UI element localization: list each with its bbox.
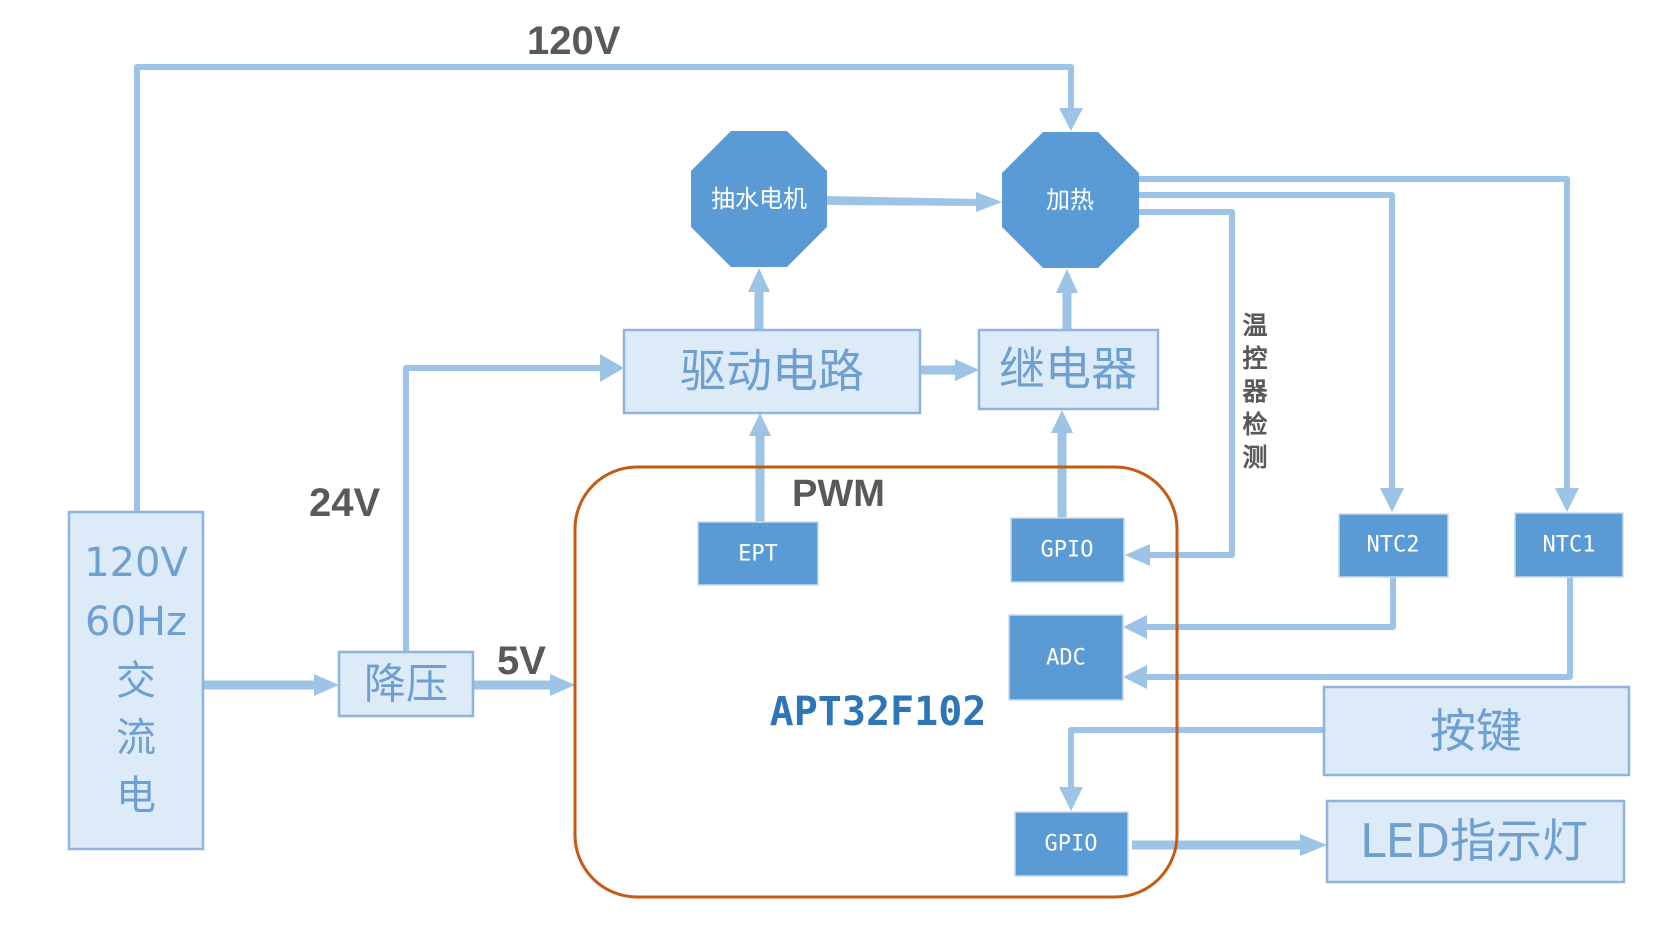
- heater-block: 加热: [1002, 132, 1139, 268]
- drive-circuit-label: 驱动电路: [680, 344, 864, 398]
- wire-5v-to-mcu: [473, 674, 575, 696]
- ntc1-label: NTC1: [1543, 533, 1596, 558]
- wire-24v-to-drive: [403, 354, 624, 652]
- wire-120v-to-heater: [134, 64, 1083, 512]
- gpio-io-block: GPIO: [1014, 811, 1129, 877]
- label-thermostat-char-4: 检: [1242, 410, 1267, 439]
- label-thermostat-detect: 温 控 器 检 测: [1241, 312, 1268, 472]
- pump-motor-label: 抽水电机: [711, 185, 807, 213]
- relay-block: 继电器: [977, 328, 1160, 411]
- wire-gpio-to-relay: [1051, 410, 1073, 518]
- relay-label: 继电器: [999, 342, 1137, 396]
- ntc1-block: NTC1: [1514, 512, 1624, 578]
- wire-gpio-to-led: [1132, 834, 1327, 856]
- power-source-line-1: 120V: [84, 540, 188, 586]
- ntc2-block: NTC2: [1338, 513, 1449, 578]
- step-down-block: 降压: [337, 650, 475, 718]
- wire-heater-to-gpio-thermostat: [1125, 209, 1235, 566]
- power-source-block: 120V 60Hz 交 流 电: [67, 510, 205, 851]
- wire-heater-to-ntc2: [1139, 192, 1404, 512]
- gpio-relay-label: GPIO: [1041, 538, 1094, 563]
- wire-ept-to-drive: [749, 413, 771, 522]
- key-label: 按键: [1430, 704, 1522, 758]
- pump-motor-block: 抽水电机: [691, 131, 827, 267]
- power-source-line-2: 60Hz: [85, 599, 187, 645]
- step-down-label: 降压: [364, 660, 448, 709]
- label-120v: 120V: [527, 19, 621, 63]
- led-block: LED指示灯: [1325, 799, 1626, 884]
- label-pwm: PWM: [792, 473, 885, 515]
- power-source-line-3: 交: [116, 658, 156, 704]
- power-source-line-5: 电: [116, 773, 156, 819]
- heater-label: 加热: [1046, 186, 1094, 214]
- label-thermostat-char-1: 温: [1242, 312, 1267, 340]
- mcu-frame: [573, 465, 1179, 899]
- label-thermostat-char-3: 器: [1241, 378, 1268, 406]
- wire-ntc2-to-adc: [1123, 577, 1396, 639]
- wire-relay-to-heater: [1056, 269, 1078, 330]
- wire-heater-to-ntc1: [1139, 176, 1579, 512]
- ntc2-label: NTC2: [1367, 533, 1420, 558]
- adc-label: ADC: [1046, 646, 1086, 671]
- ept-label: EPT: [738, 542, 778, 567]
- power-source-line-4: 流: [116, 715, 156, 761]
- wire-key-to-gpio: [1059, 727, 1324, 811]
- wire-drive-to-motor: [748, 268, 770, 330]
- wire-ntc1-to-adc: [1123, 577, 1573, 689]
- label-thermostat-char-2: 控: [1242, 345, 1267, 373]
- led-label: LED指示灯: [1360, 814, 1588, 868]
- key-block: 按键: [1322, 685, 1631, 777]
- label-5v: 5V: [497, 639, 546, 683]
- label-thermostat-char-5: 测: [1242, 444, 1267, 472]
- mcu-name: APT32F102: [770, 689, 987, 735]
- gpio-relay-block: GPIO: [1010, 517, 1125, 583]
- adc-block: ADC: [1008, 614, 1124, 701]
- wire-drive-to-relay: [920, 359, 979, 381]
- wire-ac-to-stepdown: [203, 674, 339, 696]
- label-24v: 24V: [309, 481, 380, 525]
- ept-block: EPT: [697, 521, 819, 586]
- wire-motor-to-heater: [827, 192, 1002, 212]
- gpio-io-label: GPIO: [1045, 832, 1098, 857]
- drive-circuit-block: 驱动电路: [622, 328, 922, 415]
